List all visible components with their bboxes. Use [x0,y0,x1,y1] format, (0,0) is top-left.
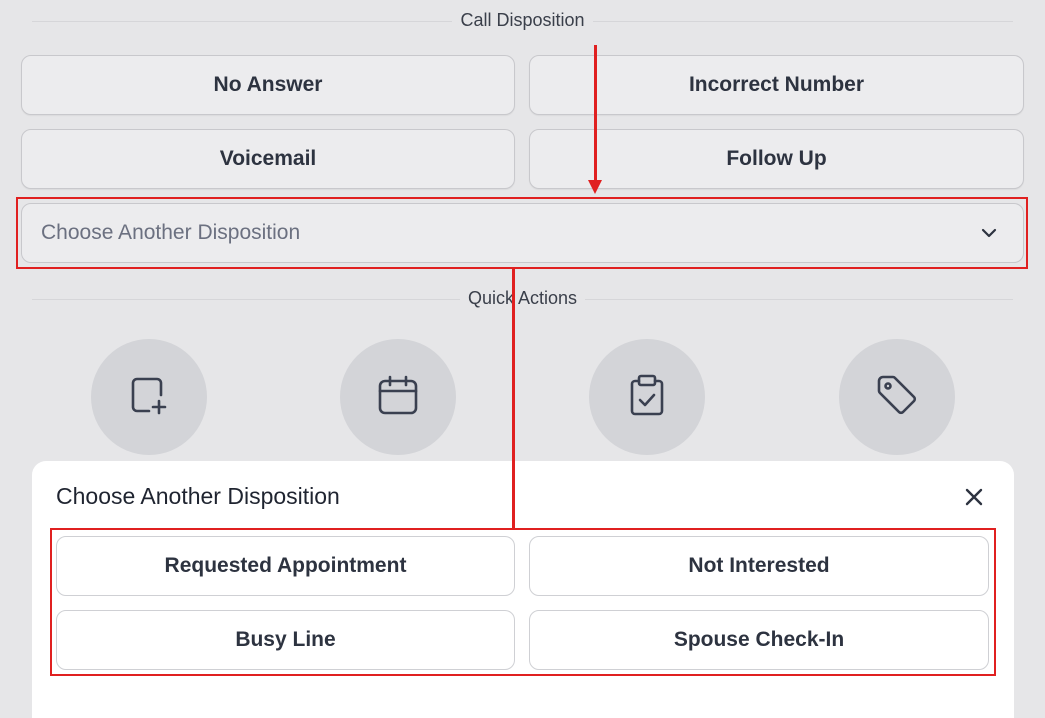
disposition-select[interactable]: Choose Another Disposition [21,203,1024,263]
quick-actions-title: Quick Actions [459,288,586,308]
calendar-icon [376,373,420,422]
sheet-title: Choose Another Disposition [56,483,340,509]
clipboard-check-icon [625,373,669,422]
disposition-select-placeholder: Choose Another Disposition [41,221,301,244]
tag-icon [873,371,921,424]
add-tag-button[interactable] [839,339,955,455]
voicemail-button[interactable]: Voicemail [21,129,515,189]
call-disposition-header: Call Disposition [32,10,1013,31]
call-disposition-title: Call Disposition [452,10,593,30]
quick-actions-header: Quick Actions [32,288,1013,309]
add-note-icon [127,373,171,422]
requested-appointment-button[interactable]: Requested Appointment [56,536,515,596]
schedule-button[interactable] [340,339,456,455]
busy-line-button[interactable]: Busy Line [56,610,515,670]
annotation-highlight-options [50,528,996,676]
annotation-arrow [594,45,597,183]
close-icon[interactable] [962,485,986,509]
add-task-button[interactable] [589,339,705,455]
spouse-check-in-button[interactable]: Spouse Check-In [529,610,989,670]
chevron-down-icon [979,223,999,243]
incorrect-number-button[interactable]: Incorrect Number [529,55,1024,115]
follow-up-button[interactable]: Follow Up [529,129,1024,189]
not-interested-button[interactable]: Not Interested [529,536,989,596]
annotation-highlight-select [16,197,1028,269]
no-answer-button[interactable]: No Answer [21,55,515,115]
annotation-connector [512,269,515,529]
annotation-arrow-head [588,180,602,194]
add-note-button[interactable] [91,339,207,455]
